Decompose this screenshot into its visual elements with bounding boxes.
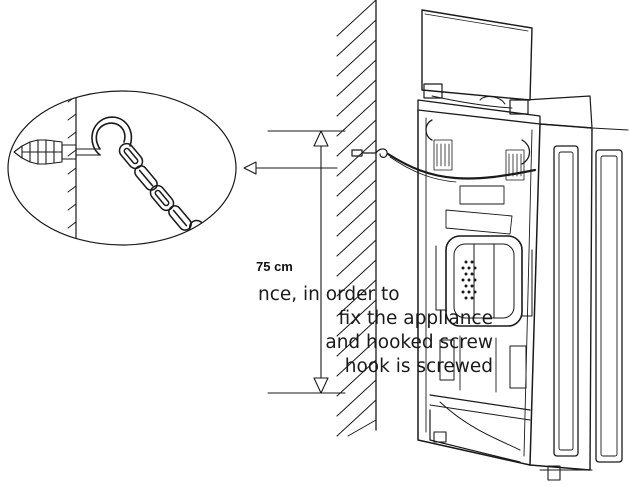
- instruction-line: nce, in order to: [258, 284, 400, 305]
- detail-circle: [7, 90, 237, 246]
- instruction-line: and hooked screw: [325, 332, 493, 353]
- wall: [336, 0, 377, 437]
- chain-icon: [118, 142, 216, 245]
- instruction-text: nce, in order to fix the appliance and h…: [258, 283, 493, 379]
- instruction-line: hook is screwed: [344, 356, 493, 377]
- wall-plug-icon: [13, 139, 101, 165]
- wall-hook-screw: [351, 148, 388, 158]
- dimension-label: 75 cm: [256, 259, 293, 274]
- hook-icon: [91, 116, 133, 156]
- dimension-line: [267, 130, 346, 394]
- instruction-line: fix the appliance: [338, 308, 493, 329]
- callout-arrow: [243, 161, 338, 175]
- cooker-icon: [386, 9, 629, 481]
